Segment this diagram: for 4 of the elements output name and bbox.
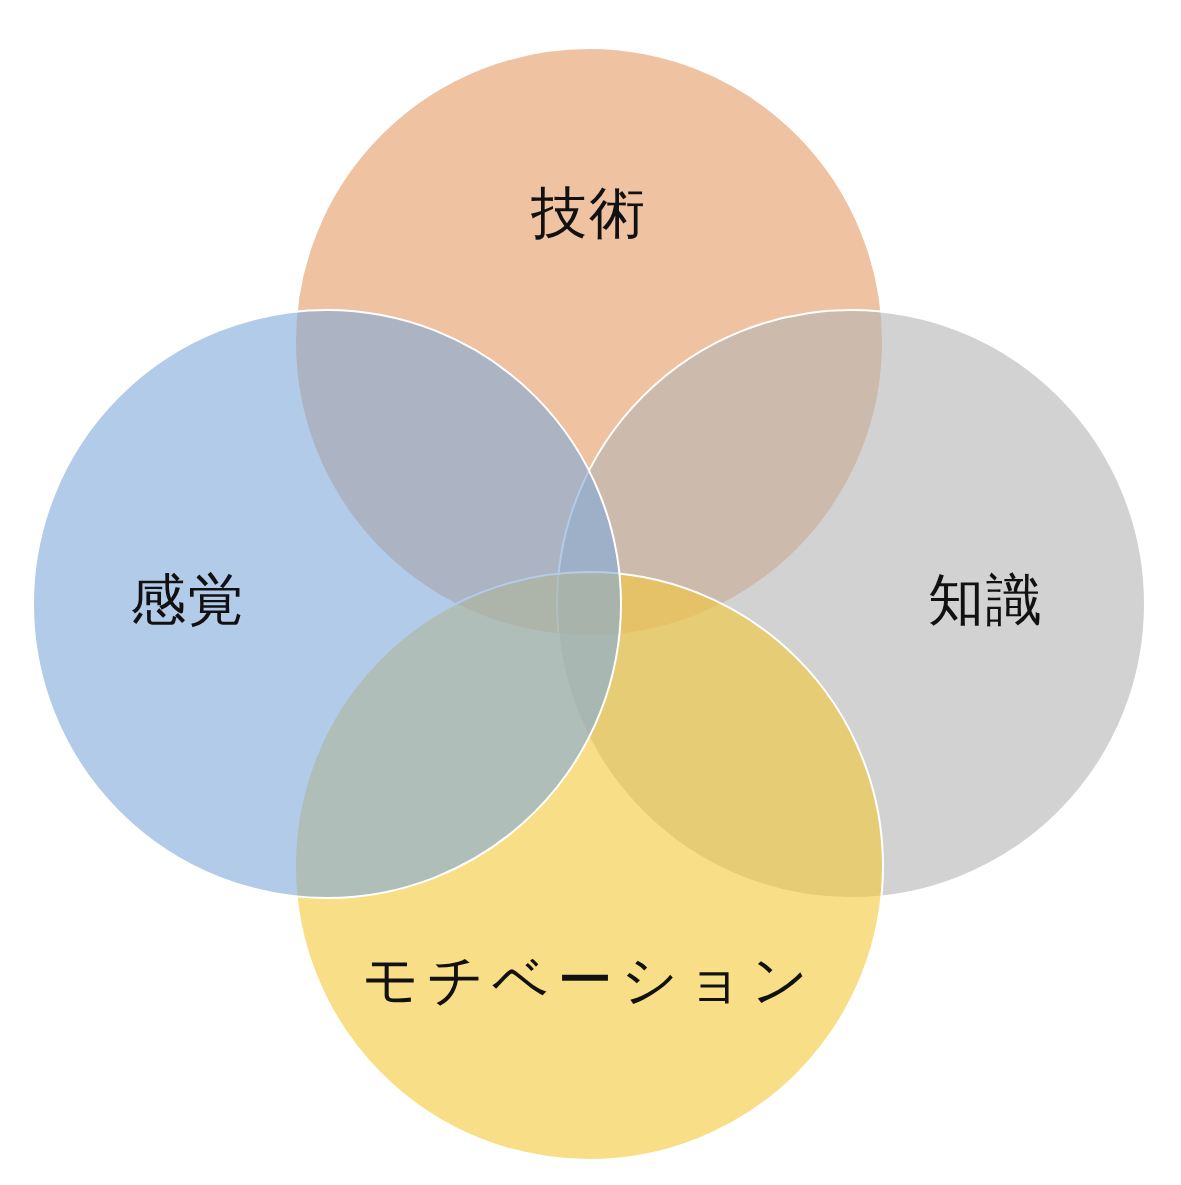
circle-label: 感覚 xyxy=(130,572,246,628)
circle-label: モチベーション xyxy=(362,952,816,1008)
circle-label: 技術 xyxy=(531,185,647,241)
circle-label: 知識 xyxy=(928,572,1044,628)
